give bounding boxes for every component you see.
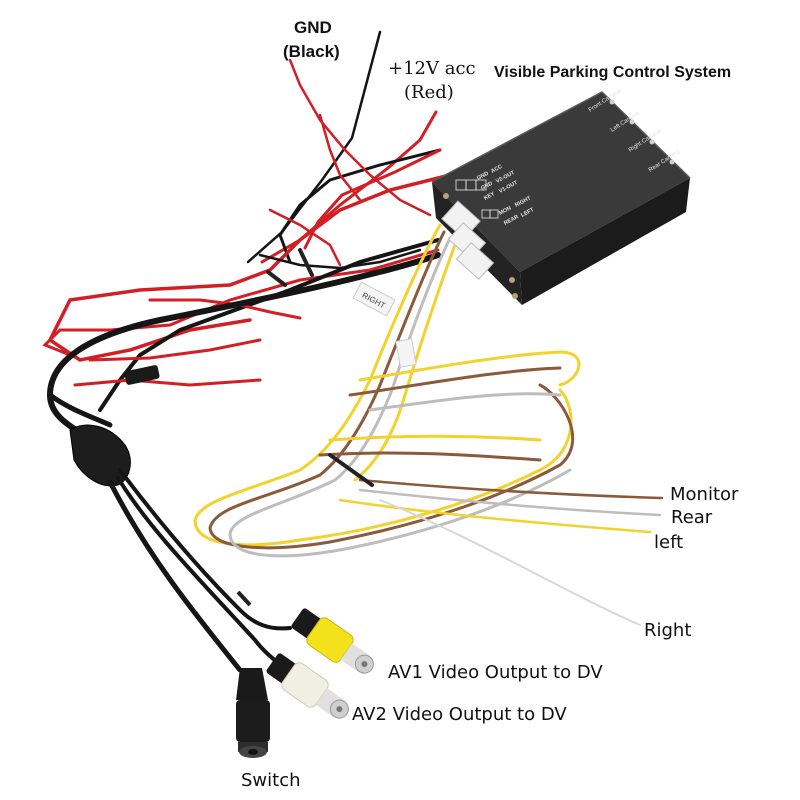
svg-text:GND: GND bbox=[480, 181, 494, 192]
acc-label: +12V acc bbox=[388, 58, 476, 79]
product-title: Visible Parking Control System bbox=[494, 64, 732, 81]
power-wire-bundle bbox=[42, 30, 452, 412]
rca-plug-av1 bbox=[291, 608, 374, 674]
left-wire-label: left bbox=[654, 532, 684, 553]
gnd-color-label: (Black) bbox=[283, 42, 340, 61]
switch-label: Switch bbox=[241, 770, 301, 791]
gnd-label: GND bbox=[294, 18, 332, 37]
switch-jack bbox=[236, 668, 270, 758]
svg-text:GND: GND bbox=[476, 171, 490, 182]
monitor-wire-label: Monitor bbox=[670, 484, 739, 505]
svg-text:ACC: ACC bbox=[490, 164, 503, 175]
svg-text:KEY: KEY bbox=[483, 191, 496, 202]
av2-output-label: AV2 Video Output to DV bbox=[352, 704, 567, 725]
right-wire-label: Right bbox=[644, 620, 692, 641]
signal-wire-bundle bbox=[193, 223, 664, 626]
acc-color-label: (Red) bbox=[404, 82, 454, 103]
rca-plug-av2 bbox=[266, 653, 349, 719]
svg-text:MON: MON bbox=[498, 205, 512, 216]
cable-tie bbox=[236, 590, 252, 607]
av1-output-label: AV1 Video Output to DV bbox=[388, 662, 603, 683]
control-box bbox=[431, 91, 691, 305]
rear-wire-label: Rear bbox=[671, 507, 713, 528]
